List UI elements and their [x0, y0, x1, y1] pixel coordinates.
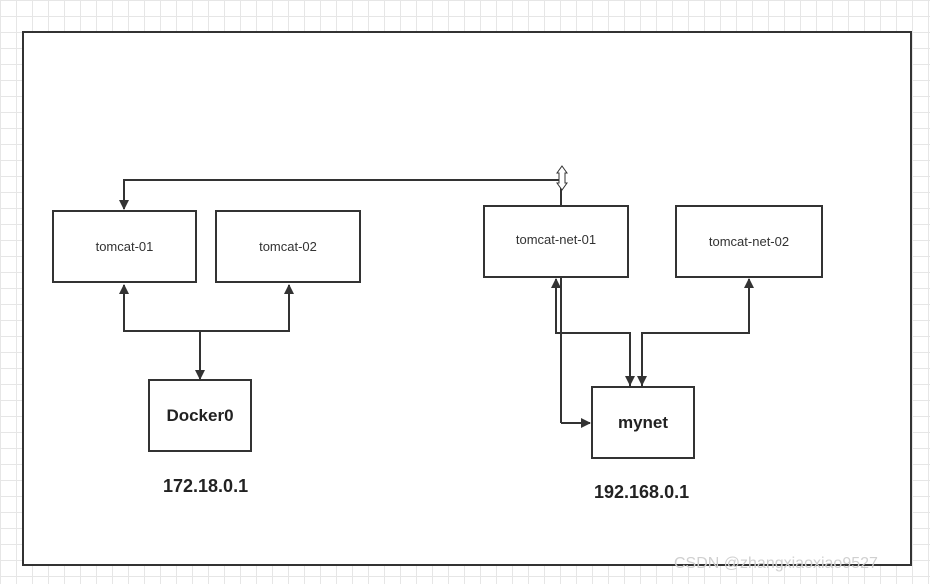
node-tomcat-net-02[interactable]: tomcat-net-02 [675, 205, 823, 278]
mynet-ip-label: 192.168.0.1 [594, 482, 690, 502]
node-tomcat-01[interactable]: tomcat-01 [52, 210, 197, 283]
docker0-ip-label: 172.18.0.1 [163, 476, 249, 496]
csdn-watermark: CSDN @zhangxiaoxiao9527 [674, 555, 878, 572]
node-tomcat-net-01[interactable]: tomcat-net-01 [483, 205, 629, 278]
node-tomcat-net-02-label: tomcat-net-02 [708, 234, 790, 249]
node-tomcat-net-01-label: tomcat-net-01 [515, 232, 597, 247]
diagram-canvas [22, 31, 912, 566]
node-docker0[interactable]: Docker0 [148, 379, 252, 452]
node-mynet-label: mynet [617, 412, 669, 432]
node-tomcat-02[interactable]: tomcat-02 [215, 210, 361, 283]
node-mynet[interactable]: mynet [591, 386, 695, 459]
node-docker0-label: Docker0 [166, 405, 234, 425]
node-tomcat-01-label: tomcat-01 [95, 239, 154, 254]
node-tomcat-02-label: tomcat-02 [259, 239, 317, 254]
